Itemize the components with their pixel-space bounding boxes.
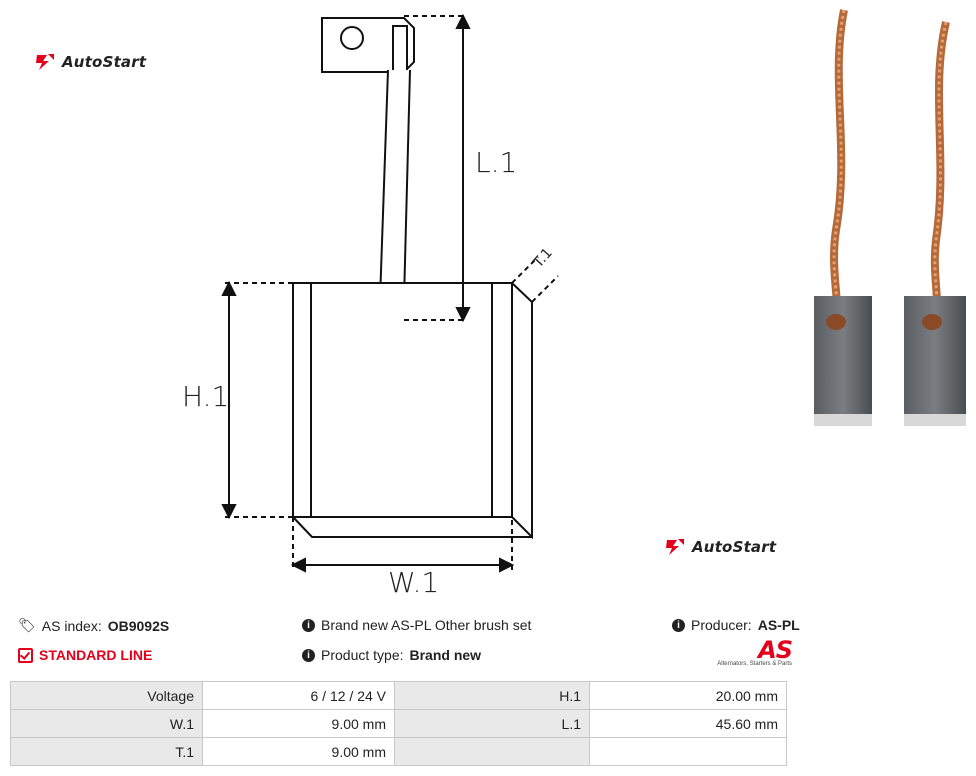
spec-key (394, 737, 590, 766)
brand-logo-top: AutoStart (34, 52, 146, 72)
spec-value: 6 / 12 / 24 V (202, 681, 395, 710)
description-text: Brand new AS-PL Other brush set (321, 617, 532, 633)
standard-line-badge: STANDARD LINE (18, 647, 152, 663)
info-icon: i (672, 618, 685, 632)
producer-value: AS-PL (757, 617, 800, 633)
as-index-label: AS index: (41, 617, 102, 634)
spec-value: 20.00 mm (589, 681, 787, 710)
info-icon: i (302, 618, 315, 632)
wire (378, 69, 411, 312)
autostart-logo-icon (666, 539, 684, 555)
brush-product-photo (814, 9, 966, 426)
autostart-logo-icon (36, 54, 54, 70)
product-type-label: Product type: (321, 647, 404, 663)
spec-value: 45.60 mm (589, 709, 787, 738)
producer-logo: AS Alternators, Starters & Parts (706, 636, 793, 667)
spec-key: T.1 (10, 737, 203, 766)
spec-value: 9.00 mm (202, 737, 395, 766)
spec-key: H.1 (394, 681, 590, 710)
table-row: Voltage 6 / 12 / 24 V H.1 20.00 mm (10, 681, 787, 710)
spec-value: 9.00 mm (202, 709, 395, 738)
spec-key: Voltage (10, 681, 203, 710)
spec-value (589, 737, 787, 766)
product-type-value: Brand new (409, 647, 482, 663)
check-square-icon (18, 647, 33, 663)
terminal-hole (340, 26, 364, 50)
brand-name: AutoStart (692, 538, 777, 556)
brand-name: AutoStart (62, 53, 147, 71)
producer-label: Producer: (691, 617, 752, 633)
brush-technical-drawing (221, 13, 559, 573)
terminal-tab (321, 17, 415, 73)
producer-tagline: Alternators, Starters & Parts (717, 661, 792, 667)
product-type: i Product type: Brand new (302, 647, 481, 663)
as-index-value: OB9092S (107, 617, 170, 634)
dimension-label-h1: H.1 (182, 380, 230, 413)
dimension-label-w1: W.1 (388, 566, 440, 599)
table-row: W.1 9.00 mm L.1 45.60 mm (10, 709, 787, 738)
spec-key: L.1 (394, 709, 590, 738)
table-row: T.1 9.00 mm (10, 737, 787, 766)
spec-key: W.1 (10, 709, 203, 738)
dimension-label-l1: L.1 (475, 146, 518, 179)
brush-block (292, 282, 513, 518)
producer-logo-mark: AS (758, 636, 793, 664)
specs-table: Voltage 6 / 12 / 24 V H.1 20.00 mm W.1 9… (10, 681, 787, 766)
product-description: i Brand new AS-PL Other brush set (302, 617, 531, 633)
as-index: 🏷 AS index: OB9092S (18, 617, 169, 634)
producer: i Producer: AS-PL (672, 617, 800, 633)
line-label: STANDARD LINE (39, 647, 153, 663)
tag-icon: 🏷 (18, 617, 36, 633)
brand-logo-bottom: AutoStart (664, 537, 776, 557)
info-icon: i (302, 648, 315, 662)
